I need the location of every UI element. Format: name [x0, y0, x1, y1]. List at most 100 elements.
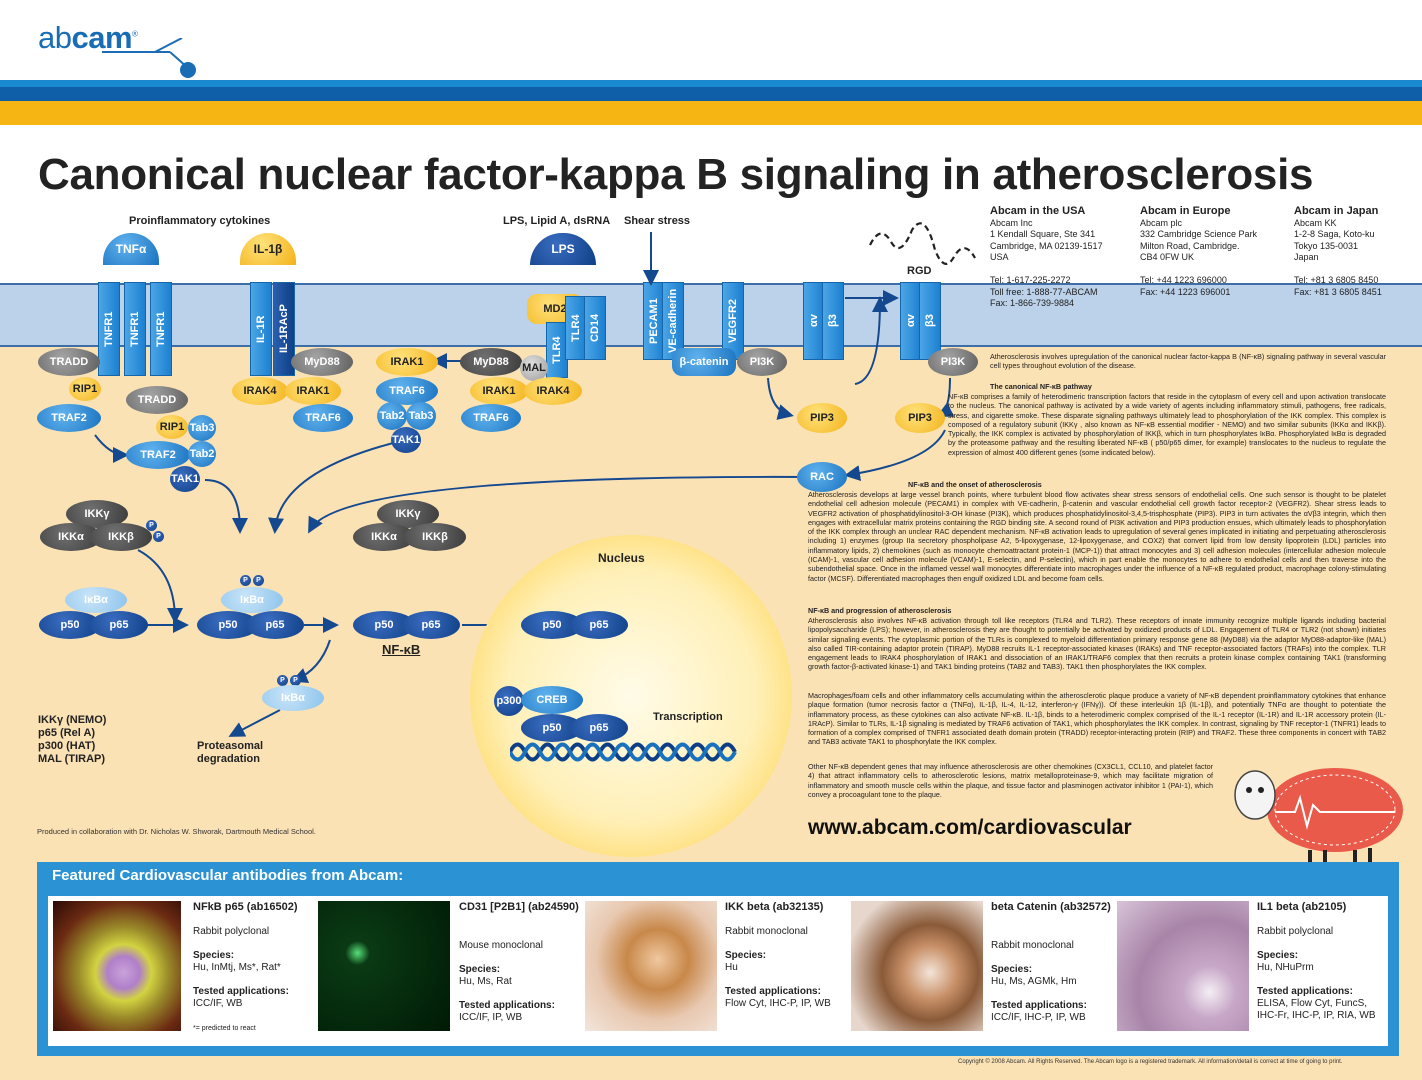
tak1-node: TAK1 [170, 466, 200, 492]
legend-item: p300 (HAT) [38, 740, 96, 752]
product-image-cd31 [318, 901, 450, 1031]
product-details: Rabbit monoclonal Species: Hu, Ms, AGMk,… [991, 940, 1087, 1023]
nucleus-label: Nucleus [598, 551, 645, 565]
product-image-nfkb [53, 901, 181, 1031]
irak1-node: IRAK1 [376, 348, 438, 376]
p65-node: p65 [246, 611, 304, 639]
p50-node: p50 [521, 714, 583, 742]
myd88-node: MyD88 [291, 348, 353, 376]
degradation-label: Proteasomal degradation [197, 740, 264, 765]
tab3-node: Tab3 [406, 402, 436, 430]
creb-node: CREB [521, 686, 583, 714]
product-details: Rabbit monoclonal Species: Hu Tested app… [725, 926, 831, 1009]
header-band-navy [0, 87, 1422, 101]
tab2-node: Tab2 [377, 402, 407, 430]
irak1-node: IRAK1 [285, 377, 341, 405]
pip3-node: PIP3 [797, 403, 847, 433]
ikkb-node: IKKβ [404, 523, 466, 551]
p65-node: p65 [90, 611, 148, 639]
product-note: *= predicted to react [193, 1025, 256, 1032]
ikba-node: IκBα [65, 587, 127, 613]
header [0, 0, 1422, 80]
traf6-node: TRAF6 [461, 404, 521, 432]
paragraph: Atherosclerosis develops at large vessel… [808, 490, 1386, 583]
rgd-ecm-squiggle [869, 222, 976, 265]
rip1-node: RIP1 [156, 415, 188, 439]
traf2-node: TRAF2 [37, 404, 101, 432]
irak1-node: IRAK1 [470, 377, 528, 405]
tradd-node: TRADD [126, 386, 188, 414]
membrane-line-bottom [0, 345, 1422, 347]
nfkb-label: NF-κB [382, 642, 421, 657]
transcription-label: Transcription [653, 711, 723, 723]
website-link[interactable]: www.abcam.com/cardiovascular [808, 816, 1132, 839]
product-title[interactable]: IL1 beta (ab2105) [1257, 901, 1347, 913]
header-band-yellow [0, 101, 1422, 125]
phosphate-p: P [290, 675, 301, 686]
product-image-il1b [1117, 901, 1249, 1031]
product-details: Rabbit polyclonal Species: Hu, NHuPrm Te… [1257, 926, 1376, 1021]
product-details: Rabbit polyclonal Species: Hu, InMtj, Ms… [193, 926, 289, 1009]
logo-swoosh-icon [102, 38, 196, 78]
paragraph: Other NF-κB dependent genes that may inf… [808, 762, 1213, 799]
ikkb-node: IKKβ [90, 523, 152, 551]
credit-text: Produced in collaboration with Dr. Nicho… [37, 827, 316, 836]
product-title[interactable]: CD31 [P2B1] (ab24590) [459, 901, 579, 913]
title-area [0, 125, 1422, 283]
address-japan: Abcam in Japan Abcam KK 1-2-8 Saga, Koto… [1294, 205, 1382, 297]
dna-helix [510, 742, 737, 762]
product-title[interactable]: IKK beta (ab32135) [725, 901, 824, 913]
page-title: Canonical nuclear factor-kappa B signali… [38, 150, 1314, 199]
membrane-line-top [0, 283, 1422, 285]
section-heading: NF-κB and the onset of atherosclerosis [908, 480, 1042, 489]
traf6-node: TRAF6 [293, 404, 353, 432]
address-usa: Abcam in the USA Abcam Inc 1 Kendall Squ… [990, 205, 1103, 308]
tradd-node: TRADD [38, 348, 100, 376]
legend-item: p65 (Rel A) [38, 727, 96, 739]
p300-node: p300 [494, 686, 524, 716]
p65-node: p65 [570, 611, 628, 639]
intro-paragraph: Atherosclerosis involves upregulation of… [990, 352, 1386, 371]
paragraph: Macrophages/foam cells and other inflamm… [808, 691, 1386, 747]
sheep-mascot-icon [1234, 768, 1403, 866]
header-band-blue [0, 80, 1422, 87]
mal-node: MAL [520, 355, 548, 381]
ikba-node: IκBα [262, 685, 324, 711]
product-image-ikk [585, 901, 717, 1031]
myd88-node: MyD88 [460, 348, 522, 376]
cytokines-label: Proinflammatory cytokines [129, 215, 271, 227]
pip3-node: PIP3 [895, 403, 945, 433]
traf2-node: TRAF2 [126, 441, 190, 469]
rac-node: RAC [797, 462, 847, 492]
paragraph: Atherosclerosis also involves NF-κB acti… [808, 616, 1386, 672]
tab3-node: Tab3 [188, 415, 216, 441]
p65-node: p65 [402, 611, 460, 639]
paragraph: NF-κB comprises a family of heterodimeri… [948, 392, 1386, 457]
tak1-node: TAK1 [391, 427, 421, 453]
phosphate-p: P [240, 575, 251, 586]
p65-node: p65 [570, 714, 628, 742]
beta-catenin-node: β-catenin [672, 348, 736, 376]
irak4-node: IRAK4 [524, 377, 582, 405]
product-title[interactable]: NFkB p65 (ab16502) [193, 901, 298, 913]
rgd-label: RGD [907, 265, 932, 277]
pi3k-node: PI3K [928, 348, 978, 376]
irak4-node: IRAK4 [232, 377, 288, 405]
phosphate-p: P [153, 531, 164, 542]
section-heading: The canonical NF-κB pathway [990, 382, 1092, 391]
featured-heading: Featured Cardiovascular antibodies from … [52, 867, 404, 884]
address-europe: Abcam in Europe Abcam plc 332 Cambridge … [1140, 205, 1258, 297]
product-title[interactable]: beta Catenin (ab32572) [991, 901, 1111, 913]
copyright-text: Copyright © 2008 Abcam. All Rights Reser… [958, 1059, 1343, 1065]
rip1-node: RIP1 [69, 377, 101, 401]
shear-stress-label: Shear stress [624, 215, 691, 227]
legend-item: MAL (TIRAP) [38, 753, 106, 765]
ikba-node: IκBα [221, 587, 283, 613]
product-details: Mouse monoclonal Species: Hu, Ms, Rat Te… [459, 940, 555, 1023]
legend-item: IKKγ (NEMO) [38, 714, 107, 726]
product-image-bcatenin [851, 901, 983, 1031]
abcam-logo[interactable]: abcam® [38, 20, 138, 55]
lps-group-label: LPS, Lipid A, dsRNA [503, 215, 611, 227]
cell-membrane [0, 283, 1422, 346]
tab2-node: Tab2 [188, 441, 216, 467]
